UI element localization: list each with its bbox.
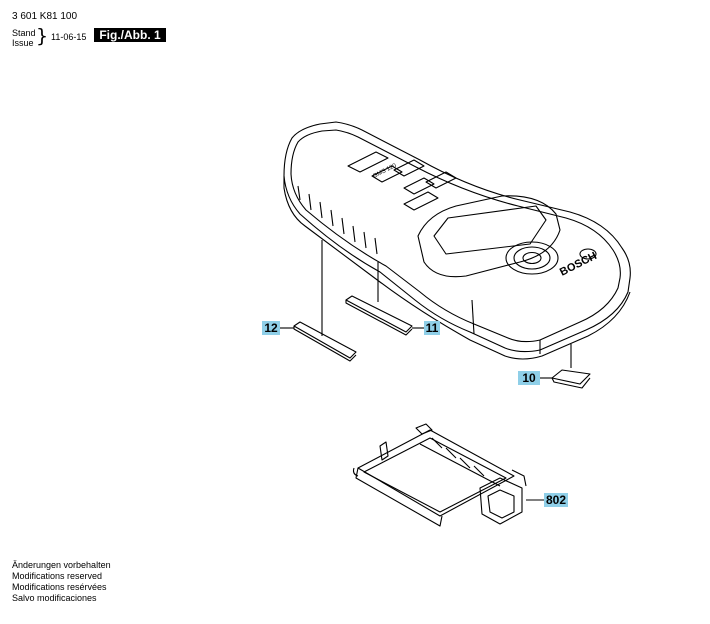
felt-pad-11 (345, 295, 413, 333)
issue-label: Issue (12, 38, 34, 48)
brand-logo-text: BOSCH (558, 250, 599, 279)
footer-line-es: Salvo modificaciones (12, 593, 97, 603)
felt-pad-11-edge (345, 300, 413, 336)
stand-issue-labels: Stand Issue (12, 28, 36, 48)
brace-glyph: } (36, 25, 49, 47)
callout-12: 12 (262, 321, 280, 335)
small-pad-10 (551, 369, 591, 385)
issue-date: 11-06-15 (51, 32, 87, 42)
battery-cover-802 (352, 423, 527, 527)
footer-line-de: Änderungen vorbehalten (12, 560, 111, 570)
footer-line-fr: Modifications resérvées (12, 582, 107, 592)
footer-notice: Änderungen vorbehalten Modifications res… (12, 560, 111, 604)
callout-802: 802 (544, 493, 568, 507)
model-label-text: GMS 120 (372, 163, 398, 180)
felt-pad-12 (293, 321, 357, 359)
wall-scanner-body (283, 121, 631, 360)
part-number: 3 601 K81 100 (12, 11, 78, 22)
footer-line-en: Modifications reserved (12, 571, 103, 581)
stand-label: Stand (12, 28, 36, 38)
callout-10: 10 (518, 371, 540, 385)
callout-11: 11 (424, 321, 440, 335)
small-pad-10-edge (551, 377, 591, 389)
figure-label: Fig./Abb. 1 (94, 28, 166, 42)
